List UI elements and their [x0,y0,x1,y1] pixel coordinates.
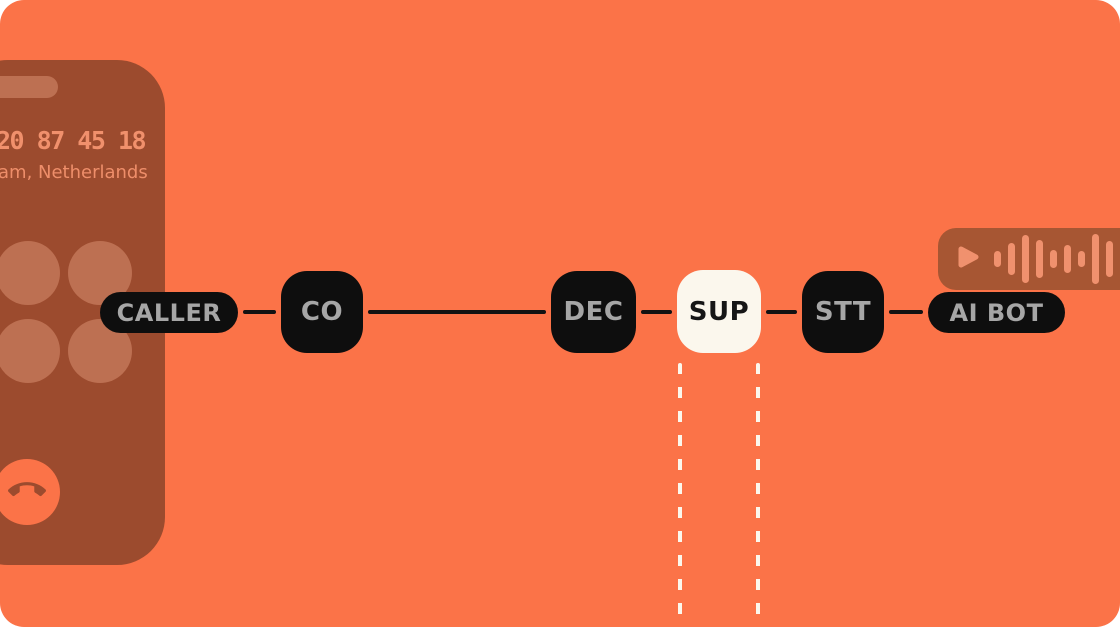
flow-node-co: CO [281,271,363,353]
connector-stt-aibot [889,310,923,314]
connector-caller-co [243,310,276,314]
sup-dashed-line-left [678,363,682,627]
dial-button [0,241,60,305]
waveform-bar [1036,240,1043,278]
waveform [994,234,1120,284]
flow-node-sup: SUP [677,270,761,353]
play-icon [952,242,982,276]
waveform-bar [1064,245,1071,273]
hangup-button[interactable] [0,459,60,525]
waveform-bar [1078,251,1085,267]
connector-dec-sup [641,310,672,314]
waveform-bar [1092,234,1099,284]
flow-node-caller: CALLER [100,292,238,333]
caller-location: am, Netherlands [0,162,148,183]
flow-node-dec: DEC [551,271,636,353]
dial-button [0,319,60,383]
call-end-icon [8,471,46,513]
voice-message-bubble [938,228,1120,290]
play-button[interactable] [952,242,982,276]
sup-dashed-line-right [756,363,760,627]
connector-sup-stt [766,310,797,314]
waveform-bar [1022,235,1029,283]
flow-node-aibot: AI BOT [928,292,1065,333]
connector-co-dec [368,310,546,314]
flow-node-stt: STT [802,271,884,353]
caller-phone-number: 20 87 45 18 [0,126,147,155]
waveform-bar [1008,243,1015,275]
speaker-pill [0,76,58,98]
waveform-bar [1050,250,1057,268]
waveform-bar [994,251,1001,267]
waveform-bar [1106,241,1113,277]
